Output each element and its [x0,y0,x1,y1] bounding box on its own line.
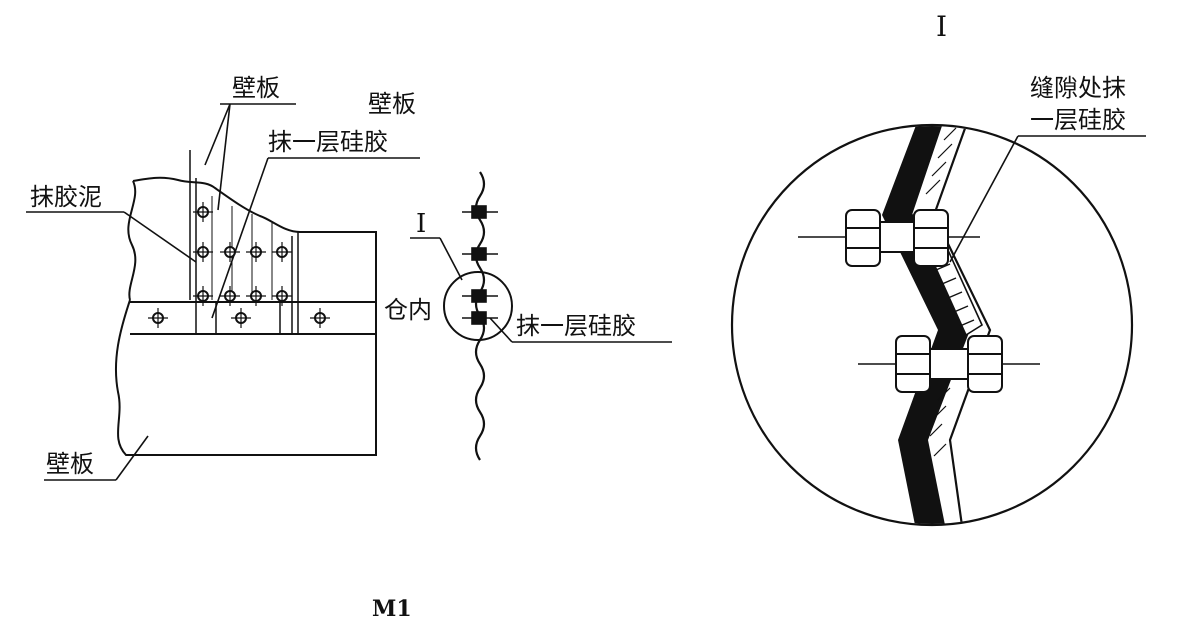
detail-bolt-upper [798,209,980,267]
upper-wall-panel [132,176,377,300]
bolt-icon [272,242,292,262]
bolt-icon [310,308,330,328]
label-wall-panel-mid: 壁板 [368,90,416,118]
middle-leader-lines [410,237,672,343]
upper-panel-left-break [127,180,137,301]
label-apply-putty: 抹胶泥 [30,183,102,211]
detail-marker-circle [443,271,513,341]
panel-joint-elevation [114,150,377,456]
detail-view [730,123,1146,527]
label-detail-marker: I [416,209,426,239]
detail-panel-dark [882,126,970,524]
label-silo-inside: 仓内 [384,296,432,324]
lower-wall-panel [114,299,377,456]
bolt-icon [148,308,168,328]
bolt-icon [193,242,213,262]
label-wall-panel-top: 壁板 [232,74,280,102]
bolt-icon [246,286,266,306]
label-gap-silicone-line2: 一层硅胶 [1030,106,1126,134]
detail-circle [730,123,1134,527]
left-leader-lines [26,103,420,481]
figure-caption: M1 [372,596,412,622]
bolt-icon [220,286,240,306]
detail-panel-outer [932,126,992,524]
label-gap-silicone-line1: 缝隙处抹 [1030,74,1126,102]
label-wall-panel-bottom: 壁板 [46,450,94,478]
label-silicone-coat-side: 抹一层硅胶 [516,312,636,340]
bolt-icon [193,286,213,306]
bolt-icon [193,202,213,222]
bolt-icon [231,308,251,328]
panel-bolt-grid [148,202,330,328]
label-silicone-coat-top: 抹一层硅胶 [268,128,388,156]
bolt-icon [246,242,266,262]
bolt-icon [272,286,292,306]
detail-bolt-lower [858,335,1040,393]
section-bolts [462,205,498,325]
detail-title: I [936,10,947,43]
